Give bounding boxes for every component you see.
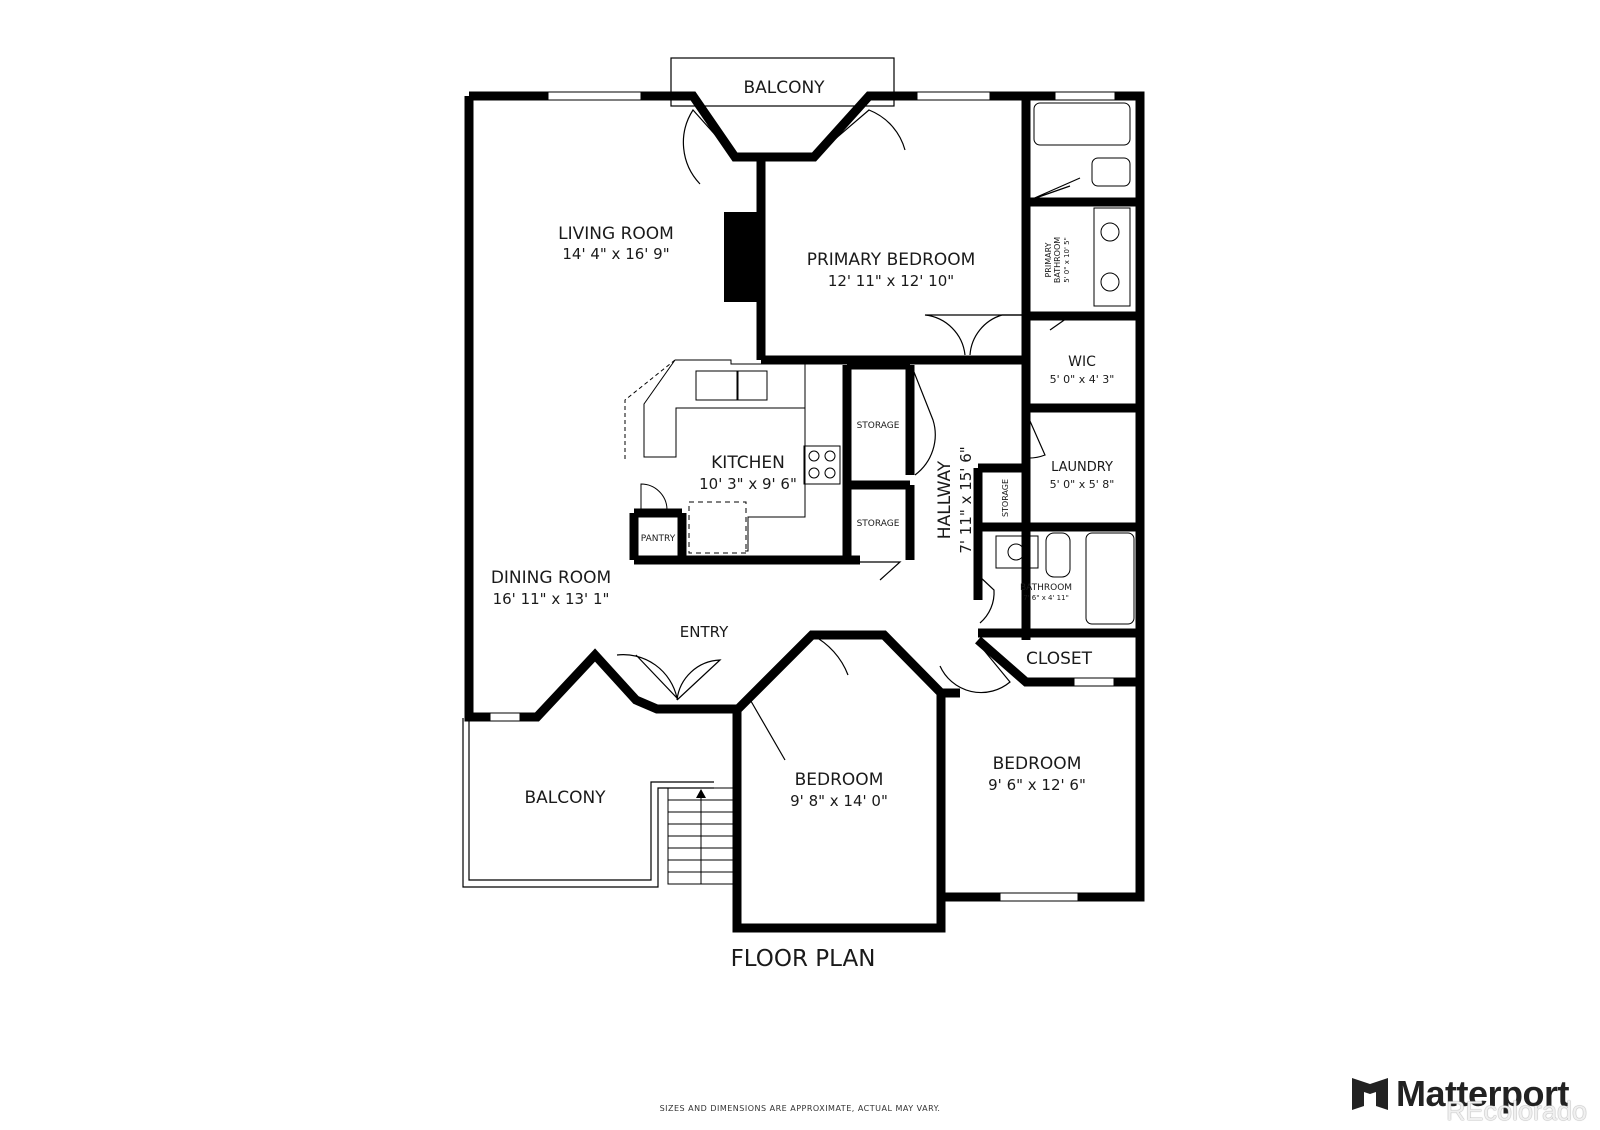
pantry-label: PANTRY	[641, 534, 676, 544]
kitchen-dims: 10' 3" x 9' 6"	[699, 475, 797, 493]
living-room-dims: 14' 4" x 16' 9"	[562, 245, 669, 263]
balcony-top-label: BALCONY	[743, 78, 825, 98]
primary-bedroom-dims: 12' 11" x 12' 10"	[828, 272, 954, 290]
brand-name: Matterport	[1396, 1073, 1570, 1114]
bedroom-1-label: BEDROOM	[795, 770, 884, 790]
living-room-label: LIVING ROOM	[558, 224, 674, 244]
exterior-wall	[464, 91, 1145, 933]
closet-label: CLOSET	[1026, 649, 1093, 669]
storage-1-label: STORAGE	[857, 421, 900, 431]
matterport-logo-icon	[1352, 1078, 1388, 1110]
plan-title: FLOOR PLAN	[731, 946, 876, 972]
disclaimer: SIZES AND DIMENSIONS ARE APPROXIMATE, AC…	[659, 1104, 941, 1113]
fireplace	[724, 212, 761, 302]
hallway-dims: 7' 11" x 15' 6"	[957, 446, 975, 553]
wic-label: WIC	[1068, 354, 1096, 370]
stairs-up-arrow	[696, 789, 706, 798]
bedroom-2-label: BEDROOM	[993, 754, 1082, 774]
entry-label: ENTRY	[680, 623, 729, 641]
laundry-dims: 5' 0" x 5' 8"	[1050, 478, 1115, 491]
bathroom-dims: 7' 6" x 4' 11"	[1023, 594, 1069, 602]
hallway-label: HALLWAY	[935, 460, 955, 539]
dining-room-label: DINING ROOM	[491, 568, 611, 588]
balcony-top-outline	[670, 57, 895, 107]
primary-bathroom-label-1: PRIMARY	[1044, 242, 1053, 277]
laundry-label: LAUNDRY	[1051, 460, 1113, 475]
bedroom-1-dims: 9' 8" x 14' 0"	[790, 792, 888, 810]
dining-room-dims: 16' 11" x 13' 1"	[493, 590, 610, 608]
matterport-logo: Matterport	[1350, 1073, 1570, 1114]
wic-dims: 5' 0" x 4' 3"	[1050, 373, 1115, 386]
storage-2-label: STORAGE	[857, 519, 900, 529]
bathroom-label: BATHROOM	[1020, 583, 1072, 593]
watermark: REcolorado	[1446, 1096, 1588, 1126]
storage-3-label: STORAGE	[1001, 479, 1010, 517]
kitchen-label: KITCHEN	[711, 453, 785, 473]
balcony-bottom-label: BALCONY	[524, 788, 606, 808]
primary-bathroom-label-2: BATHROOM	[1053, 237, 1062, 283]
primary-bedroom-label: PRIMARY BEDROOM	[807, 250, 976, 270]
primary-bathroom-dims: 5' 0" x 10' 5"	[1063, 237, 1071, 283]
bedroom-2-dims: 9' 6" x 12' 6"	[988, 776, 1086, 794]
